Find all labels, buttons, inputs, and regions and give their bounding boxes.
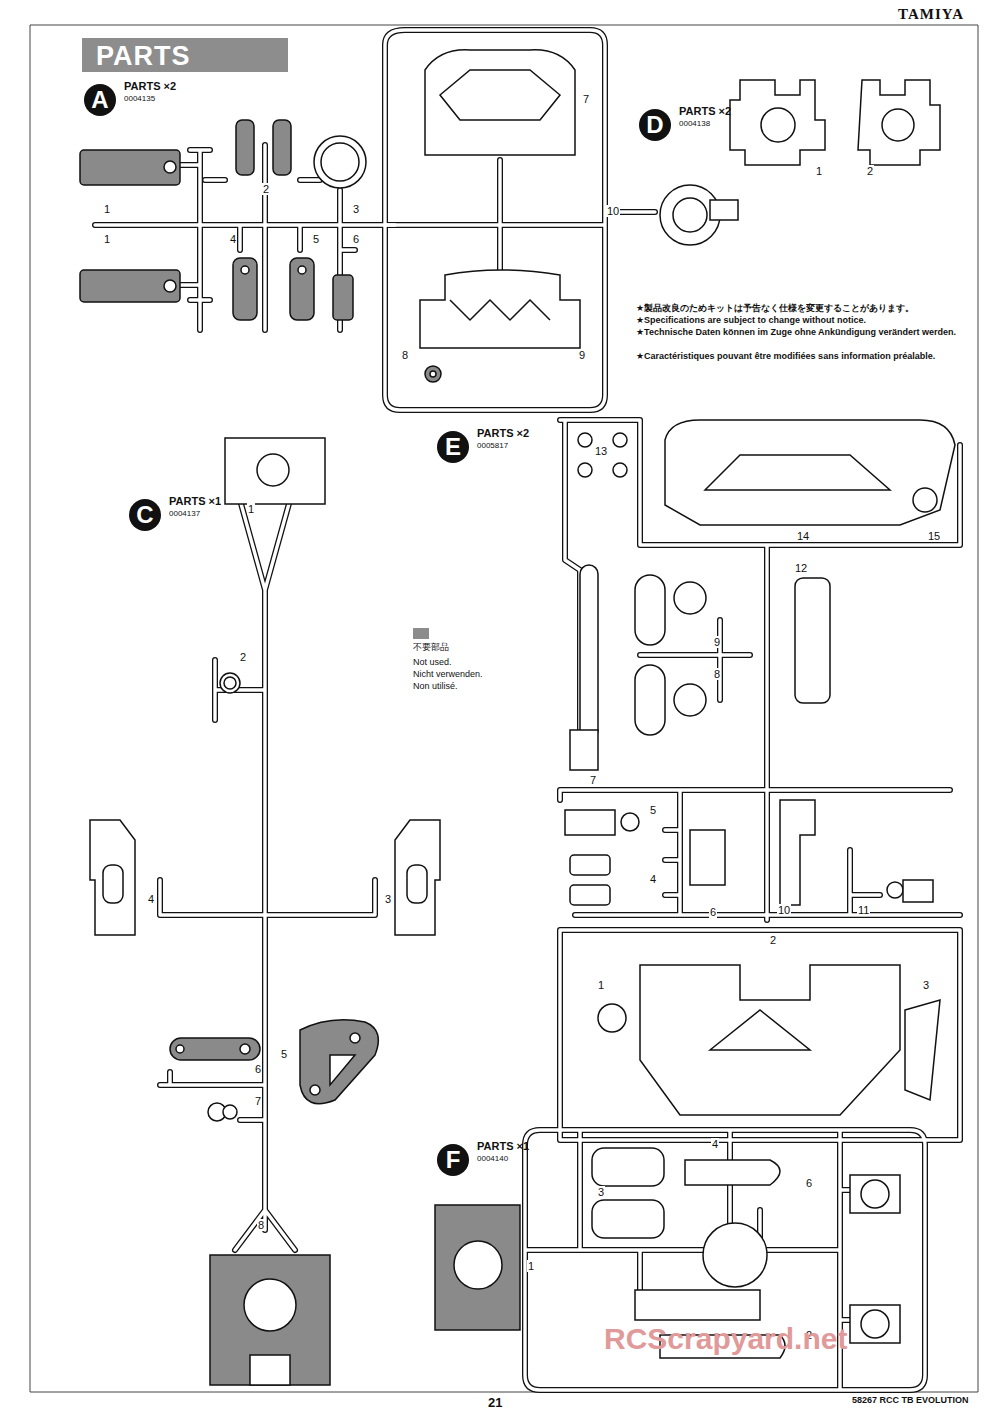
parts-count: PARTS ×2 <box>477 427 529 439</box>
callout-number: 14 <box>796 530 810 542</box>
callout-number: 1 <box>527 1260 535 1272</box>
legend-swatch <box>413 628 429 639</box>
callout-number: 7 <box>254 1095 262 1107</box>
callout-number: 7 <box>582 93 590 105</box>
callout-number: 6 <box>254 1063 262 1075</box>
note-text: Not used. <box>413 658 452 668</box>
callout-number: 2 <box>866 165 874 177</box>
callout-number: 3 <box>384 893 392 905</box>
part-code: 0004135 <box>124 94 155 103</box>
callout-number: 4 <box>229 233 237 245</box>
callout-number: 8 <box>257 1219 265 1231</box>
kit-footer: 58267 RCC TB EVOLUTION <box>852 1396 969 1406</box>
callout-number: 4 <box>711 1138 719 1150</box>
note-text: Non utilisé. <box>413 682 458 692</box>
callout-number: 8 <box>713 668 721 680</box>
note-text: ★Caractéristiques pouvant être modifiées… <box>636 352 935 362</box>
sprue-badge: EPARTS ×20005817 <box>437 431 469 463</box>
sprue-letter: C <box>129 499 161 531</box>
parts-count: PARTS ×2 <box>679 105 731 117</box>
note-text: ★Specifications are subject to change wi… <box>636 316 866 326</box>
legend-text: 不要部品 <box>413 643 449 653</box>
callout-number: 1 <box>103 203 111 215</box>
callout-number: 5 <box>312 233 320 245</box>
callout-number: 2 <box>239 651 247 663</box>
callout-number: 9 <box>713 636 721 648</box>
watermark: RCScrapyard.net <box>604 1322 847 1355</box>
callout-number: 1 <box>597 979 605 991</box>
callout-number: 1 <box>103 233 111 245</box>
callout-number: 6 <box>352 233 360 245</box>
parts-count: PARTS ×1 <box>169 495 221 507</box>
callout-number: 7 <box>589 774 597 786</box>
callout-number: 3 <box>597 1186 605 1198</box>
sprue-badge: FPARTS ×10004140 <box>437 1144 469 1176</box>
title-banner: PARTS <box>82 38 288 72</box>
note-text: ★製品改良のためキットは予告なく仕様を変更することがあります。 <box>636 304 914 314</box>
sprue-badge: CPARTS ×10004137 <box>129 499 161 531</box>
callout-number: 10 <box>606 205 620 217</box>
note-text: ★Technische Daten können im Zuge ohne An… <box>636 328 966 338</box>
callout-number: 3 <box>352 203 360 215</box>
part-code: 0004137 <box>169 509 200 518</box>
callout-number: 4 <box>147 893 155 905</box>
parts-count: PARTS ×2 <box>124 80 176 92</box>
callout-number: 2 <box>262 183 270 195</box>
sprue-badge: DPARTS ×20004138 <box>639 109 671 141</box>
sprue-letter: A <box>84 84 116 116</box>
title-text: PARTS <box>96 41 191 72</box>
callout-number: 15 <box>927 530 941 542</box>
note-text: Nicht verwenden. <box>413 670 483 680</box>
sprue-letter: E <box>437 431 469 463</box>
callout-number: 6 <box>709 906 717 918</box>
callout-number: 8 <box>401 349 409 361</box>
part-code: 0004140 <box>477 1154 508 1163</box>
callout-number: 1 <box>247 503 255 515</box>
sprue-letter: F <box>437 1144 469 1176</box>
callout-number: 12 <box>794 562 808 574</box>
callout-number: 2 <box>769 934 777 946</box>
part-code: 0005817 <box>477 441 508 450</box>
callout-number: 5 <box>649 804 657 816</box>
callout-number: 6 <box>805 1177 813 1189</box>
parts-count: PARTS ×1 <box>477 1140 529 1152</box>
callout-number: 13 <box>594 445 608 457</box>
callout-number: 3 <box>922 979 930 991</box>
callout-number: 5 <box>280 1048 288 1060</box>
brand-name: TAMIYA <box>898 6 964 23</box>
callout-number: 1 <box>815 165 823 177</box>
callout-number: 10 <box>777 904 791 916</box>
callout-number: 11 <box>857 904 870 916</box>
callout-number: 9 <box>578 349 586 361</box>
sprue-letter: D <box>639 109 671 141</box>
callout-number: 4 <box>649 873 657 885</box>
page-number: 21 <box>488 1396 502 1410</box>
part-code: 0004138 <box>679 119 710 128</box>
sprue-badge: APARTS ×20004135 <box>84 84 116 116</box>
